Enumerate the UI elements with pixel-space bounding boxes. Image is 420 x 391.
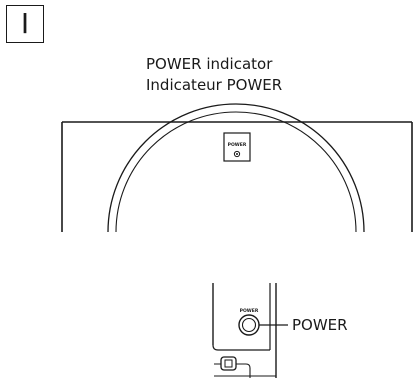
indicator-callout-en: POWER indicator <box>146 55 273 73</box>
connector-jack-inner <box>224 359 233 368</box>
button-panel-label: POWER <box>240 308 259 314</box>
disc-tray-arc-outer <box>107 103 365 233</box>
connector-cable <box>214 363 251 378</box>
side-panel-closeup <box>212 283 288 378</box>
indicator-panel <box>223 132 251 162</box>
power-button-callout: POWER <box>292 316 348 334</box>
unit-front-view <box>61 103 413 233</box>
side-panel-bottom-edge <box>212 344 270 351</box>
section-marker-label: I <box>20 7 30 40</box>
connector-jack <box>220 356 237 371</box>
power-button <box>241 317 257 333</box>
power-indicator-lamp-center <box>236 153 238 155</box>
indicator-callout-fr: Indicateur POWER <box>146 76 283 94</box>
disc-tray-arc-inner <box>115 111 357 233</box>
power-indicator-lamp <box>233 150 241 158</box>
indicator-panel-label: POWER <box>228 142 247 148</box>
section-marker: I <box>6 5 44 43</box>
